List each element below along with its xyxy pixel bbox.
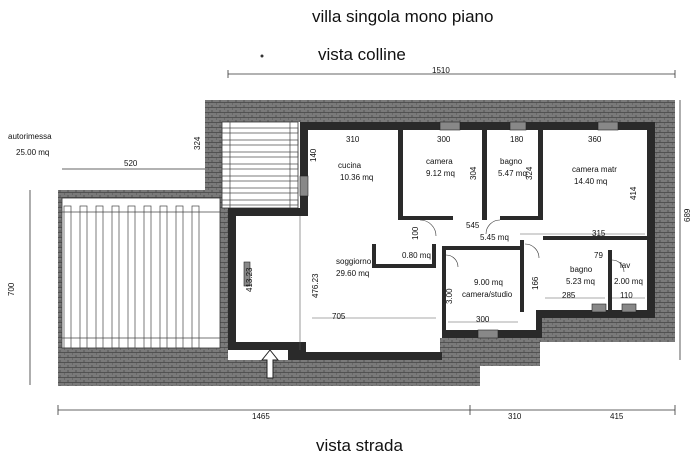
room-camera-matr-name: camera matr [572, 165, 617, 174]
plan-title: villa singola mono piano [312, 7, 494, 26]
room-bagno1-area: 5.47 mq [498, 169, 527, 178]
room-bagno1-name: bagno [500, 157, 523, 166]
top-view-label: vista colline [318, 45, 406, 64]
room-bagno2-area: 5.23 mq [566, 277, 595, 286]
dim-300: 300 [437, 135, 451, 144]
dim-324: 324 [525, 166, 534, 180]
dim-285: 285 [562, 291, 576, 300]
room-studio-area: 9.00 mq [474, 278, 503, 287]
room-lav-area: 2.00 mq [614, 277, 643, 286]
up-arrow-icon [260, 349, 280, 379]
dim-304: 304 [469, 166, 478, 180]
room-ripostiglio-area: 0.80 mq [402, 251, 431, 260]
dim-545: 545 [466, 221, 480, 230]
dim-79: 79 [594, 251, 603, 260]
room-bagno2-name: bagno [570, 265, 593, 274]
garage-pergola [61, 197, 221, 349]
dim-bottom-310: 310 [508, 412, 522, 421]
dim-315: 315 [592, 229, 606, 238]
dim-705: 705 [332, 312, 346, 321]
dim-garage-width: 520 [124, 159, 138, 168]
dim-166: 166 [531, 276, 540, 290]
dim-house-height: 689 [683, 208, 692, 222]
room-lav-name: lav [620, 261, 631, 270]
upper-pergola [221, 121, 299, 209]
dim-324-left: 324 [193, 136, 202, 150]
dim-140: 140 [309, 148, 318, 162]
room-cucina-area: 10.36 mq [340, 173, 374, 182]
dim-bottom-1465: 1465 [252, 412, 270, 421]
room-studio-name: camera/studio [462, 290, 513, 299]
dim-total-width: 1510 [432, 66, 450, 75]
dim-180: 180 [510, 135, 524, 144]
dim-476: 476.23 [311, 273, 320, 298]
door-swings [419, 219, 625, 273]
dim-110: 110 [620, 291, 633, 300]
garage-area: 25.00 mq [16, 148, 50, 157]
dim-300-studio: 300 [476, 315, 490, 324]
garage-label: autorimessa [8, 132, 52, 141]
dimension-line-bottom [57, 405, 676, 415]
room-soggiorno-name: soggiorno [336, 257, 372, 266]
bottom-view-label: vista strada [316, 436, 403, 455]
room-camera-name: camera [426, 157, 453, 166]
room-corridoio-area: 5.45 mq [480, 233, 509, 242]
dim-414: 414 [629, 186, 638, 200]
room-cucina-name: cucina [338, 161, 362, 170]
dim-300-v: 3.00 [445, 288, 454, 304]
room-camera-area: 9.12 mq [426, 169, 455, 178]
dim-100: 100 [411, 226, 420, 240]
windows [243, 121, 637, 339]
dim-310-top: 310 [346, 135, 360, 144]
room-camera-matr-area: 14.40 mq [574, 177, 608, 186]
dim-bottom-415: 415 [610, 412, 624, 421]
dim-360: 360 [588, 135, 602, 144]
house-walls [228, 122, 655, 360]
dim-garage-height: 700 [7, 282, 16, 296]
room-soggiorno-area: 29.60 mq [336, 269, 370, 278]
dimension-line-top [227, 70, 676, 78]
dim-413: 413.23 [245, 267, 254, 292]
